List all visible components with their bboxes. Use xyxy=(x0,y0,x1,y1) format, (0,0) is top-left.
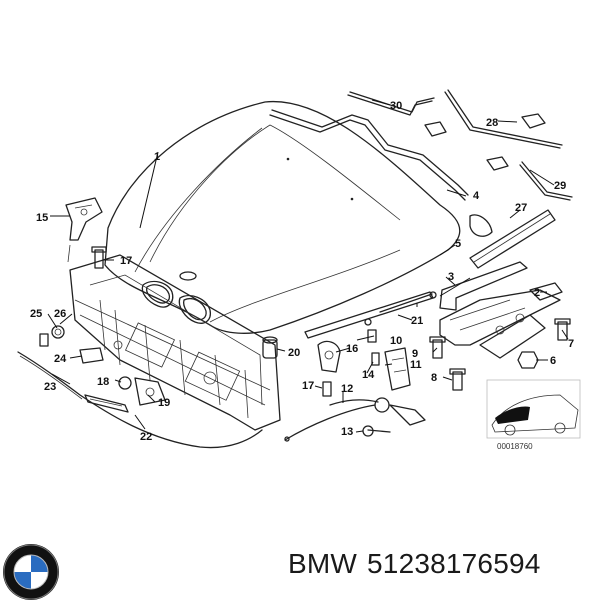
callout-labels: 1 2 3 4 5 6 7 8 9 10 11 12 13 14 15 16 1… xyxy=(30,100,574,451)
screw-part xyxy=(362,425,391,437)
callout-5: 5 xyxy=(455,238,461,250)
hinge-bracket-part xyxy=(65,197,103,263)
callout-23: 23 xyxy=(44,381,56,393)
callout-25: 25 xyxy=(30,308,42,320)
callout-13: 13 xyxy=(341,426,353,438)
reference-code: 00018760 xyxy=(497,442,533,451)
callout-28: 28 xyxy=(486,117,498,129)
bolt-part xyxy=(91,246,107,269)
gas-strut-part xyxy=(304,291,437,339)
callout-4: 4 xyxy=(473,190,480,202)
vehicle-thumbnail xyxy=(486,379,581,439)
callout-27: 27 xyxy=(515,202,527,214)
callout-18: 18 xyxy=(97,376,109,388)
callout-7: 7 xyxy=(568,338,574,350)
lock-part xyxy=(118,376,166,406)
callout-2: 2 xyxy=(534,287,540,299)
callout-11: 11 xyxy=(410,359,422,371)
callout-26: 26 xyxy=(54,308,66,320)
catch-part xyxy=(79,347,104,364)
seal-strip-part xyxy=(269,89,573,201)
callout-16: 16 xyxy=(346,343,358,355)
callout-19: 19 xyxy=(158,397,170,409)
hood-lock-part xyxy=(317,329,426,426)
callout-3: 3 xyxy=(448,271,454,283)
callout-15: 15 xyxy=(36,212,48,224)
leader-lines xyxy=(47,99,569,433)
rubber-buffer-part xyxy=(39,325,65,347)
callout-6: 6 xyxy=(550,355,556,367)
part-caption: BMW 51238176594 xyxy=(288,548,551,580)
callout-8: 8 xyxy=(431,372,437,384)
brand-label: BMW xyxy=(288,548,358,579)
callout-29: 29 xyxy=(554,180,566,192)
bmw-roundel-icon xyxy=(3,544,59,600)
hinge-bolt-part xyxy=(429,318,571,391)
callout-20: 20 xyxy=(288,347,300,359)
callout-22: 22 xyxy=(140,431,152,443)
callout-12: 12 xyxy=(341,383,353,395)
callout-21: 21 xyxy=(411,315,423,327)
callout-17: 17 xyxy=(120,255,132,267)
hood-hinge-part xyxy=(439,261,563,359)
callout-24: 24 xyxy=(54,353,67,365)
lock-cable-part xyxy=(284,404,376,442)
callout-17b: 17 xyxy=(302,380,314,392)
part-number: 51238176594 xyxy=(367,548,541,579)
callout-14: 14 xyxy=(362,369,375,381)
hood-part xyxy=(104,100,461,334)
weatherstrip-part xyxy=(469,209,556,269)
callout-30: 30 xyxy=(390,100,402,112)
seal-clip-part xyxy=(424,113,546,237)
callout-10: 10 xyxy=(390,335,402,347)
callout-1: 1 xyxy=(154,151,160,163)
callout-9: 9 xyxy=(412,348,418,360)
front-carrier-part xyxy=(69,254,281,431)
